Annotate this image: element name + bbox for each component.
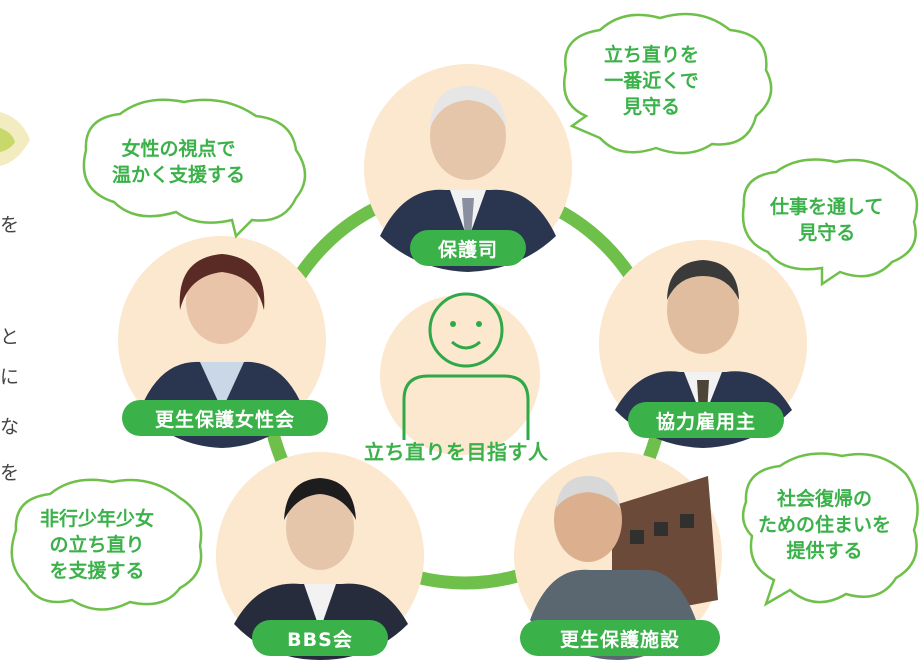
- speech-line: 見守る: [623, 96, 681, 118]
- speech-text-hogoshi: 立ち直りを 一番近くで 見守る: [604, 42, 699, 120]
- speech-line: を支援する: [49, 560, 145, 582]
- speech-bubble-shisetsu: [741, 452, 919, 607]
- node-label-josei: 更生保護女性会: [122, 400, 328, 436]
- speech-text-shisetsu: 社会復帰の ための住まいを 提供する: [758, 486, 891, 564]
- edge-text-fragment: と: [0, 326, 20, 348]
- center-label: 立ち直りを目指す人: [364, 440, 549, 464]
- speech-line: 一番近くで: [604, 70, 699, 92]
- node-photo-shisetsu: [514, 452, 722, 660]
- leaf-accent: [0, 128, 15, 152]
- speech-line: 仕事を通して: [770, 196, 884, 218]
- speech-line: ための住まいを: [758, 514, 892, 536]
- speech-line: 提供する: [786, 540, 863, 562]
- speech-line: 女性の視点で: [121, 138, 236, 160]
- edge-text-fragment: に: [0, 366, 20, 388]
- edge-text-fragment: を: [0, 462, 20, 484]
- edge-text-fragment: な: [0, 416, 20, 438]
- node-label-shisetsu: 更生保護施設: [520, 620, 720, 656]
- speech-line: 非行少年少女: [40, 508, 155, 530]
- speech-bubble-bbs: [10, 478, 203, 611]
- edge-text-fragment: を: [0, 214, 20, 236]
- speech-bubble-hogoshi: [563, 12, 773, 155]
- node-label-bbs: BBS会: [252, 620, 388, 656]
- leaf-decoration: [0, 112, 30, 166]
- speech-text-josei: 女性の視点で 温かく支援する: [112, 136, 245, 188]
- smiling-person-outline-icon: [402, 292, 530, 440]
- node-label-hogoshi: 保護司: [410, 230, 526, 266]
- speech-line: 温かく支援する: [112, 164, 246, 186]
- speech-line: 立ち直りを: [604, 44, 700, 66]
- speech-bubble-josei: [82, 98, 307, 239]
- speech-line: の立ち直り: [49, 534, 145, 556]
- speech-text-kyoryoku: 仕事を通して 見守る: [770, 194, 883, 246]
- speech-line: 社会復帰の: [777, 488, 873, 510]
- node-label-kyoryoku: 協力雇用主: [628, 402, 784, 438]
- speech-bubble-kyoryoku: [741, 158, 919, 287]
- speech-line: 見守る: [798, 222, 856, 244]
- speech-text-bbs: 非行少年少女 の立ち直り を支援する: [40, 506, 154, 584]
